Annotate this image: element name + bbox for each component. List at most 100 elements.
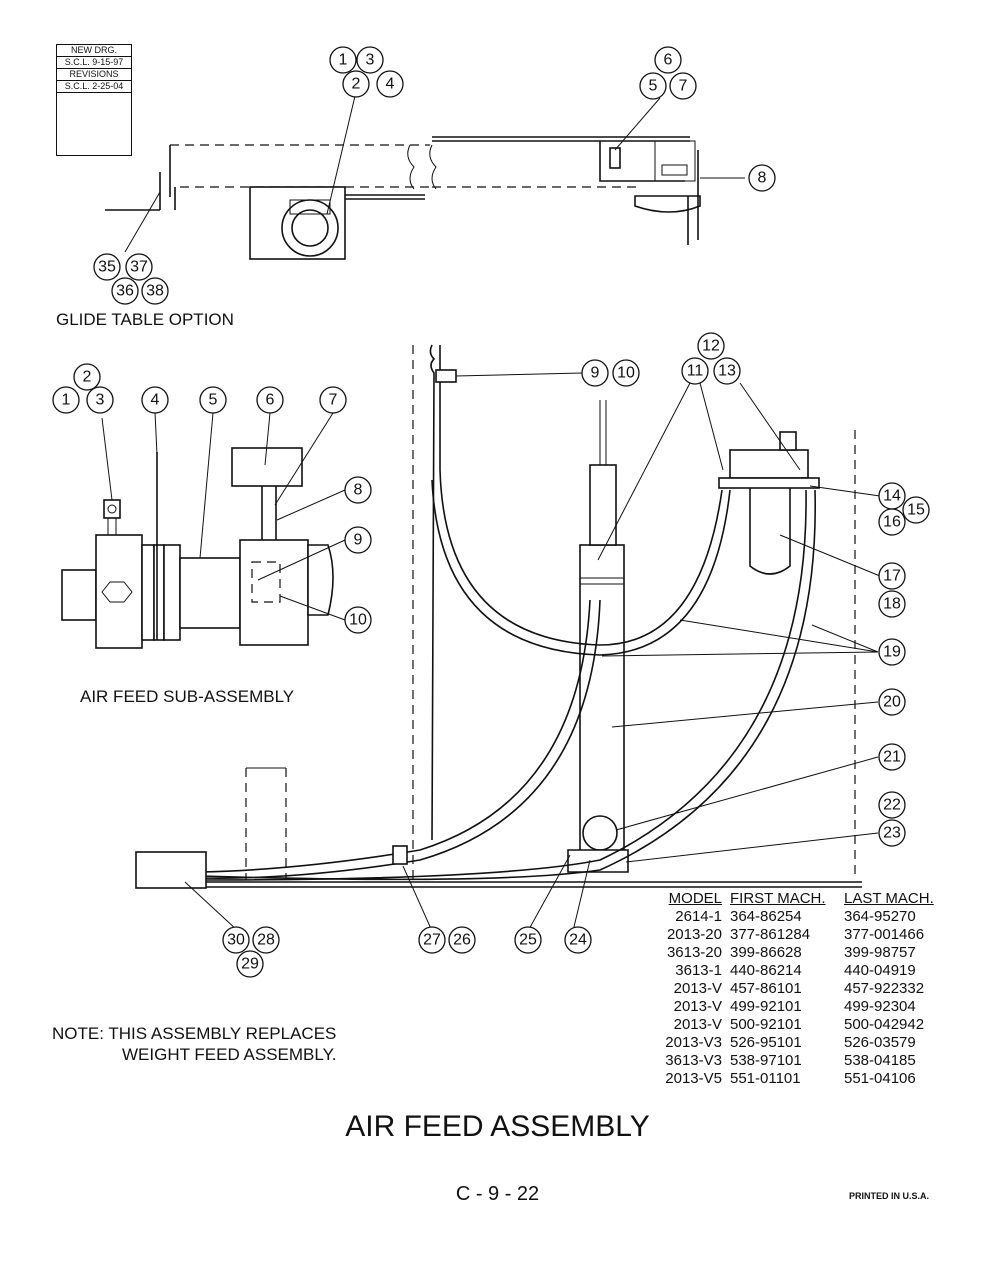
cell-model: 2013-V (673, 998, 722, 1015)
callout-2: 2 (342, 70, 370, 98)
svg-text:16: 16 (883, 514, 901, 531)
callout-6: 6 (654, 46, 682, 74)
page-title: AIR FEED ASSEMBLY (345, 1110, 650, 1143)
cell-first-mach: 499-92101 (730, 998, 802, 1015)
svg-text:5: 5 (649, 78, 658, 95)
cell-first-mach: 399-86628 (730, 944, 802, 961)
note-line-2: WEIGHT FEED ASSEMBLY. (122, 1045, 337, 1064)
svg-text:14: 14 (883, 488, 901, 505)
callout-22: 22 (878, 791, 906, 819)
callout-21: 21 (878, 743, 906, 771)
callout-8-2: 8 (344, 476, 372, 504)
callout-3: 3 (356, 46, 384, 74)
cell-model: 2013-V3 (665, 1034, 722, 1051)
svg-text:21: 21 (883, 749, 901, 766)
callout-3-2: 3 (86, 386, 114, 414)
callout-10-2: 10 (344, 606, 372, 634)
svg-text:37: 37 (130, 259, 148, 276)
cell-first-mach: 440-86214 (730, 962, 802, 979)
svg-text:28: 28 (257, 932, 275, 949)
callout-16: 16 (878, 508, 906, 536)
callout-1: 1 (329, 46, 357, 74)
svg-text:22: 22 (883, 797, 901, 814)
svg-text:4: 4 (151, 392, 160, 409)
svg-text:24: 24 (569, 932, 587, 949)
table-row: 2614-1 364-86254 364-95270 (648, 908, 944, 926)
cell-last-mach: 377-001466 (844, 926, 925, 943)
cell-last-mach: 500-042942 (844, 1016, 925, 1033)
svg-text:5: 5 (209, 392, 218, 409)
cell-model: 2013-20 (666, 926, 722, 943)
svg-text:30: 30 (227, 932, 245, 949)
callout-35: 35 (93, 253, 121, 281)
callout-27: 27 (418, 926, 446, 954)
callout-6-2: 6 (256, 386, 284, 414)
svg-text:1: 1 (339, 52, 348, 69)
callout-25: 25 (514, 926, 542, 954)
cell-last-mach: 551-04106 (844, 1070, 916, 1087)
callout-30: 30 (222, 926, 250, 954)
header-first-mach: FIRST MACH. (730, 890, 826, 907)
svg-text:2: 2 (83, 369, 92, 386)
svg-text:1: 1 (62, 392, 71, 409)
note-line-1: NOTE: THIS ASSEMBLY REPLACES (52, 1024, 337, 1043)
svg-text:25: 25 (519, 932, 537, 949)
cell-last-mach: 399-98757 (844, 944, 916, 961)
svg-text:36: 36 (116, 283, 134, 300)
cell-model: 2614-1 (675, 908, 722, 925)
callout-4: 4 (376, 70, 404, 98)
cell-last-mach: 526-03579 (844, 1034, 916, 1051)
callout-26: 26 (448, 926, 476, 954)
cell-last-mach: 538-04185 (844, 1052, 916, 1069)
svg-text:17: 17 (883, 568, 901, 585)
svg-text:38: 38 (146, 283, 164, 300)
revision-block: NEW DRG. S.C.L. 9-15-97 REVISIONS S.C.L.… (56, 44, 132, 156)
svg-text:3: 3 (96, 392, 105, 409)
page-number: C - 9 - 22 (455, 1183, 540, 1205)
cell-last-mach: 457-922332 (844, 980, 925, 997)
svg-text:35: 35 (98, 259, 116, 276)
header-model: MODEL (668, 890, 722, 907)
svg-text:27: 27 (423, 932, 441, 949)
revisions-header: REVISIONS (57, 69, 131, 81)
cell-first-mach: 364-86254 (730, 908, 802, 925)
cell-last-mach: 499-92304 (844, 998, 916, 1015)
callout-11: 11 (681, 357, 709, 385)
cell-first-mach: 500-92101 (730, 1016, 802, 1033)
new-drawing-label: NEW DRG. (57, 45, 131, 57)
cell-first-mach: 457-86101 (730, 980, 802, 997)
table-row: 3613-20 399-86628 399-98757 (648, 944, 944, 962)
callout-5: 5 (639, 72, 667, 100)
svg-text:20: 20 (883, 694, 901, 711)
callout-24: 24 (564, 926, 592, 954)
svg-text:10: 10 (617, 365, 635, 382)
callout-37: 37 (125, 253, 153, 281)
table-row: 2013-V 500-92101 500-042942 (648, 1016, 944, 1034)
svg-text:8: 8 (758, 170, 767, 187)
callout-18: 18 (878, 590, 906, 618)
cell-last-mach: 364-95270 (844, 908, 916, 925)
callout-5-2: 5 (199, 386, 227, 414)
sub-assembly-view (61, 447, 334, 649)
cell-model: 2013-V (673, 1016, 722, 1033)
callout-36: 36 (111, 277, 139, 305)
callout-7-2: 7 (319, 386, 347, 414)
model-table-header: MODEL FIRST MACH. LAST MACH. (648, 890, 944, 908)
cell-model: 3613-20 (666, 944, 722, 961)
callout-38: 38 (141, 277, 169, 305)
svg-text:7: 7 (329, 392, 338, 409)
svg-text:9: 9 (354, 532, 363, 549)
svg-text:12: 12 (702, 338, 720, 355)
callout-28: 28 (252, 926, 280, 954)
svg-text:19: 19 (883, 644, 901, 661)
header-last-mach: LAST MACH. (844, 890, 934, 907)
callout-17: 17 (878, 562, 906, 590)
callout-15: 15 (902, 496, 930, 524)
svg-text:11: 11 (687, 363, 704, 380)
callout-13: 13 (713, 357, 741, 385)
